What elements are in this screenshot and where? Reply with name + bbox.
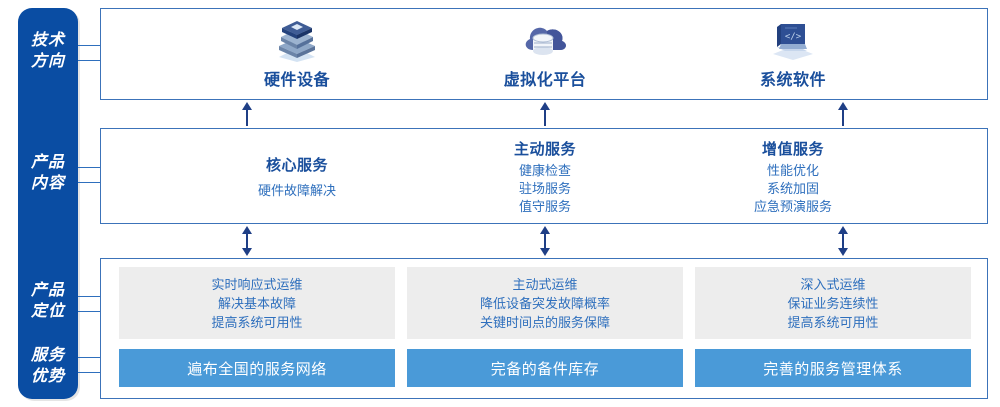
advantage-bar-management[interactable]: 完善的服务管理体系 xyxy=(695,349,971,387)
arrow-updown-proactive xyxy=(538,226,552,261)
rail-label-product-content: 产品 内容 xyxy=(18,152,78,194)
product-item: 系统加固 xyxy=(766,181,819,196)
position-line: 主动式运维 xyxy=(512,276,578,292)
connector-line xyxy=(78,45,100,46)
rail-label-tech-direction: 技术 方向 xyxy=(18,30,78,72)
tech-column-virtualization[interactable]: 虚拟化平台 xyxy=(397,15,693,95)
arrow-updown-core xyxy=(240,226,254,261)
product-item: 性能优化 xyxy=(766,163,819,178)
tech-direction-panel: 硬件设备 虚拟化平台 xyxy=(100,8,988,100)
position-line: 关键时间点的服务保障 xyxy=(479,314,610,330)
product-heading: 主动服务 xyxy=(513,141,576,158)
position-line: 实时响应式运维 xyxy=(211,276,303,292)
position-card-realtime[interactable]: 实时响应式运维 解决基本故障 提高系统可用性 xyxy=(119,267,395,339)
position-line: 解决基本故障 xyxy=(217,295,296,311)
rail-label-service-advantage: 服务 优势 xyxy=(18,345,78,387)
connector-line xyxy=(78,167,100,168)
position-line: 深入式运维 xyxy=(800,276,866,292)
advantage-bar-inventory[interactable]: 完备的备件库存 xyxy=(407,349,683,387)
rail-label-line1: 产品 xyxy=(30,282,65,299)
rail-label-product-position: 产品 定位 xyxy=(18,280,78,322)
connector-line xyxy=(78,182,100,183)
product-item: 应急预演服务 xyxy=(753,199,832,214)
tech-column-software[interactable]: </> 系统软件 xyxy=(645,15,941,95)
rail-label-line1: 技术 xyxy=(30,32,65,49)
product-heading: 核心服务 xyxy=(265,157,328,174)
product-item: 健康检查 xyxy=(518,163,571,178)
tech-title: 虚拟化平台 xyxy=(503,72,587,89)
position-line: 降低设备突发故障概率 xyxy=(479,295,610,311)
rail-label-line2: 优势 xyxy=(30,368,65,385)
arrow-up-software xyxy=(836,102,850,131)
rail-label-line1: 产品 xyxy=(30,154,65,171)
tech-title: 系统软件 xyxy=(759,72,826,89)
connector-line xyxy=(78,311,100,312)
product-content-panel: 核心服务 硬件故障解决 主动服务 健康检查 驻场服务 值守服务 增值服务 性能优… xyxy=(100,128,988,224)
position-line: 提高系统可用性 xyxy=(211,314,303,330)
advantage-bar-network[interactable]: 遍布全国的服务网络 xyxy=(119,349,395,387)
tech-title: 硬件设备 xyxy=(263,72,330,89)
connector-line xyxy=(78,357,100,358)
laptop-code-icon: </> xyxy=(645,15,941,63)
arrow-updown-valueadd xyxy=(836,226,850,261)
position-line: 保证业务连续性 xyxy=(787,295,879,311)
product-column-core[interactable]: 核心服务 硬件故障解决 xyxy=(149,129,445,225)
connector-line xyxy=(78,296,100,297)
connector-line xyxy=(78,60,100,61)
arrow-up-virtualization xyxy=(538,102,552,131)
rail-label-line2: 定位 xyxy=(30,303,65,320)
server-stack-icon xyxy=(149,15,445,63)
product-column-valueadd[interactable]: 增值服务 性能优化 系统加固 应急预演服务 xyxy=(645,129,941,225)
product-position-panel: 实时响应式运维 解决基本故障 提高系统可用性 主动式运维 降低设备突发故障概率 … xyxy=(100,258,988,399)
position-line: 提高系统可用性 xyxy=(787,314,879,330)
connector-line xyxy=(78,372,100,373)
position-card-proactive[interactable]: 主动式运维 降低设备突发故障概率 关键时间点的服务保障 xyxy=(407,267,683,339)
product-item: 驻场服务 xyxy=(518,181,571,196)
arrow-up-hardware xyxy=(240,102,254,131)
rail-label-line1: 服务 xyxy=(30,347,65,364)
category-rail xyxy=(18,8,78,399)
product-heading: 增值服务 xyxy=(761,141,824,158)
tech-column-hardware[interactable]: 硬件设备 xyxy=(149,15,445,95)
rail-label-line2: 内容 xyxy=(30,175,65,192)
svg-text:</>: </> xyxy=(785,32,802,42)
product-column-proactive[interactable]: 主动服务 健康检查 驻场服务 值守服务 xyxy=(397,129,693,225)
cloud-database-icon xyxy=(397,15,693,63)
rail-label-line2: 方向 xyxy=(30,53,65,70)
product-item: 硬件故障解决 xyxy=(257,183,336,198)
position-card-deep[interactable]: 深入式运维 保证业务连续性 提高系统可用性 xyxy=(695,267,971,339)
product-item: 值守服务 xyxy=(518,199,571,214)
